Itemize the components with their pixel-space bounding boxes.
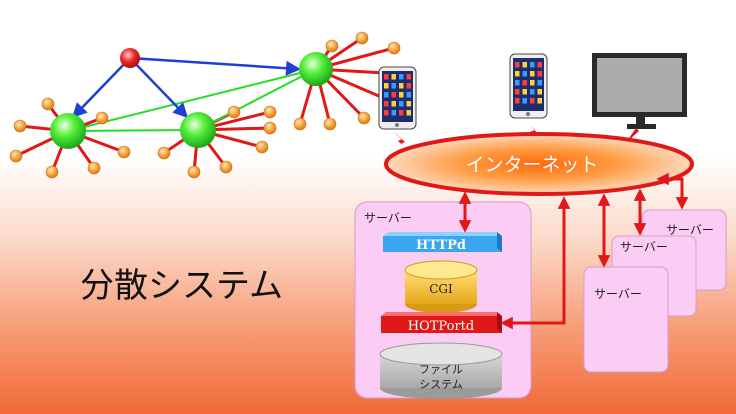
app-icon (522, 80, 527, 86)
app-icon (384, 101, 389, 107)
peer-link (67, 68, 317, 132)
leaf-node (263, 105, 277, 119)
app-icon (522, 98, 527, 104)
server-connections (458, 172, 689, 330)
directed-link (71, 57, 131, 119)
app-icon (530, 89, 535, 95)
app-icon (384, 83, 389, 89)
leaf-node (219, 160, 233, 174)
leaf-node (187, 165, 201, 179)
peer-network (9, 31, 409, 179)
leaf-node (293, 117, 307, 131)
leaf-node (357, 111, 371, 125)
page-title: 分散システム (80, 266, 283, 306)
app-icon (406, 101, 411, 107)
leaf-node (387, 41, 401, 55)
leaf-node (95, 111, 109, 125)
app-icon (515, 71, 520, 77)
app-icon (406, 83, 411, 89)
server-box-1 (583, 266, 669, 373)
app-icon (530, 98, 535, 104)
app-icon (522, 89, 527, 95)
leaf-node (45, 165, 59, 179)
app-icon (515, 80, 520, 86)
app-icon (406, 110, 411, 116)
app-icon (384, 92, 389, 98)
main-server-label: サーバー (364, 211, 412, 225)
app-icon (406, 92, 411, 98)
app-icon (384, 74, 389, 80)
app-icon (391, 92, 396, 98)
leaf-node (117, 145, 131, 159)
leaf-node (355, 31, 369, 45)
filesystem-label-2: システム (419, 378, 463, 391)
app-icon (515, 98, 520, 104)
leaf-node (9, 149, 23, 163)
smartphone-1 (378, 66, 417, 130)
leaf-node (227, 105, 241, 119)
app-icon (515, 89, 520, 95)
leaf-node (255, 140, 269, 154)
server-label-2: サーバー (620, 240, 668, 254)
directed-link (129, 57, 189, 119)
app-icon (399, 101, 404, 107)
app-icon (391, 101, 396, 107)
smartphone-2 (509, 53, 548, 119)
leaf-node (41, 97, 55, 111)
server-stack: サーバー サーバー サーバー (583, 209, 727, 373)
app-icon (530, 62, 535, 68)
leaf-node (325, 39, 339, 53)
app-icon (399, 74, 404, 80)
leaf-node (13, 119, 27, 133)
app-icon (530, 80, 535, 86)
hub-node (50, 113, 86, 149)
app-icon (522, 62, 527, 68)
main-server: サーバー HTTPd CGI HOTPortd ファイル システム (354, 201, 532, 399)
leaf-node (323, 117, 337, 131)
origin-node (120, 48, 140, 68)
server-label-3: サーバー (666, 223, 714, 237)
filesystem-label-1: ファイル (419, 363, 463, 376)
httpd-layer: HTTPd (416, 238, 466, 253)
app-icon (399, 83, 404, 89)
leaf-node (157, 146, 171, 160)
app-icon (399, 92, 404, 98)
app-icon (391, 83, 396, 89)
server-label-1: サーバー (594, 287, 642, 301)
hotportd-layer: HOTPortd (408, 319, 474, 334)
peer-link (197, 68, 317, 131)
cgi-layer: CGI (429, 282, 453, 296)
app-icon (530, 71, 535, 77)
app-icon (537, 62, 542, 68)
app-icon (537, 89, 542, 95)
peer-link (67, 129, 199, 132)
app-icon (515, 62, 520, 68)
leaf-node (87, 161, 101, 175)
app-icon (391, 74, 396, 80)
app-icon (537, 71, 542, 77)
hub-node (180, 112, 216, 148)
monitor (592, 53, 687, 129)
app-icon (522, 71, 527, 77)
app-icon (537, 98, 542, 104)
app-icon (399, 110, 404, 116)
app-icon (406, 74, 411, 80)
app-icon (537, 80, 542, 86)
leaf-node (263, 121, 277, 135)
internet-cloud: インターネット (384, 132, 694, 196)
app-icon (391, 110, 396, 116)
hub-node (299, 52, 333, 86)
internet-label: インターネット (465, 154, 598, 176)
directed-link (129, 56, 301, 76)
app-icon (384, 110, 389, 116)
